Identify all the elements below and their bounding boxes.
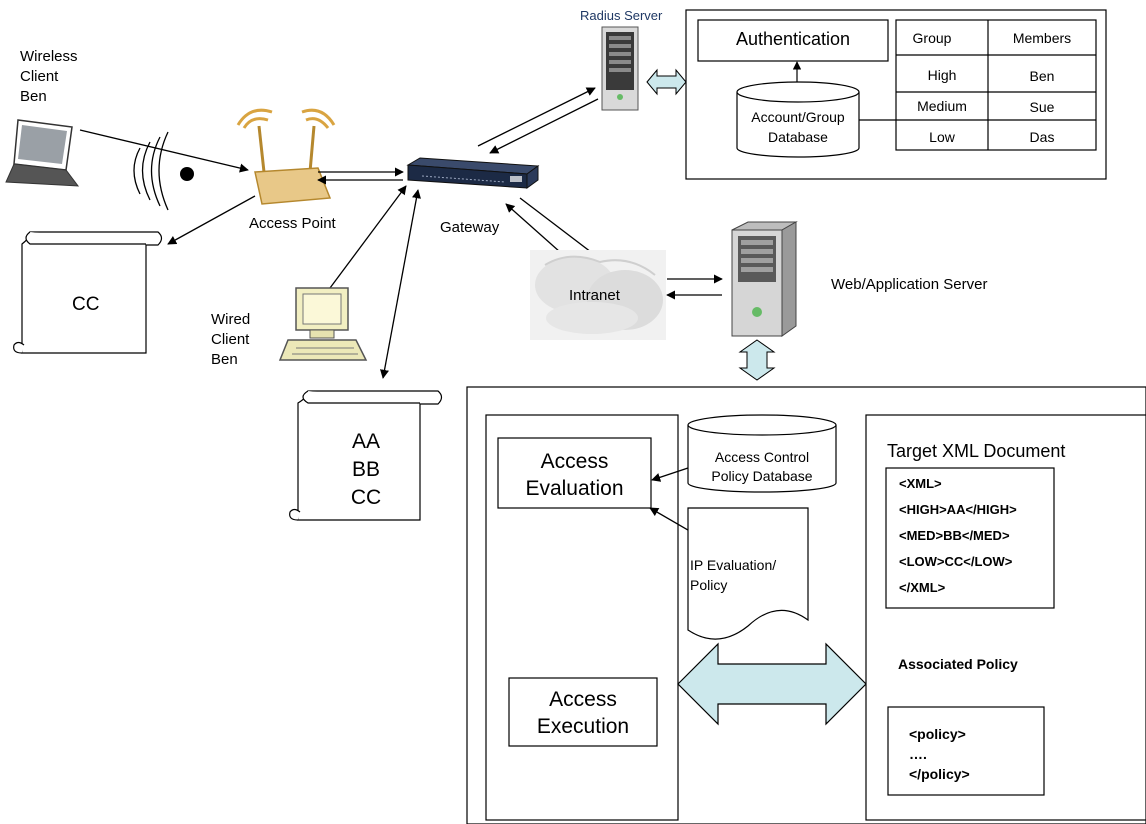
policy-line-2: …. [909,746,927,762]
radius-server-label: Radius Server [580,8,663,23]
table-group-medium: Medium [917,98,967,114]
policy-lines-box [887,706,1045,796]
policy-line-3: </policy> [909,766,970,782]
table-member-das: Das [1029,129,1055,145]
web-server-icon [731,221,798,337]
table-group-low: Low [929,129,955,145]
radius-to-gateway-arrow [489,98,599,154]
group-members-table [895,19,1097,151]
xml-line-4: <LOW>CC</LOW> [899,554,1013,569]
gateway-to-doc-arrow [380,189,421,379]
xml-line-3: <MED>BB</MED> [899,528,1010,543]
radius-server-icon [601,26,639,111]
wireless-laptop-icon [5,119,80,187]
access-evaluation-label: Access Evaluation [525,450,624,500]
authentication-title: Authentication [735,29,851,49]
ip-eval-document [687,507,809,640]
laptop-to-ap-arrow [79,129,249,173]
table-header-members: Members [1012,30,1072,46]
access-point-icon [236,108,336,205]
account-group-db-label: Account/Group Database [751,109,845,145]
intranet-cloud-icon [530,250,666,340]
xml-line-5: </XML> [899,580,946,595]
table-group-high: High [927,67,957,83]
policy-panel [466,386,1146,824]
xml-line-1: <XML> [899,476,942,491]
access-execution-label: Access Execution [536,688,630,738]
wired-pc-icon [278,287,368,361]
access-execution-box [508,677,658,747]
aabbcc-scroll-doc [289,390,443,521]
acp-database [687,414,837,493]
access-point-label: Access Point [249,215,336,232]
gateway-icon [406,157,540,189]
execution-target-double-arrow [677,642,867,726]
web-app-server-label: Web/Application Server [831,276,988,293]
server-to-panel-double-arrow [738,339,776,381]
intranet-label: Intranet [569,287,620,304]
ap-to-cc-doc-arrow [167,195,256,245]
gateway-to-radius-arrow [477,87,596,147]
authentication-box [697,19,889,62]
wired-to-gateway-line [329,185,407,289]
wired-client-label: Wired Client Ben [211,311,251,368]
xml-line-2: <HIGH>AA</HIGH> [899,502,1017,517]
wireless-signal-dot [180,167,194,181]
gateway-label: Gateway [440,219,500,236]
target-xml-title: Target XML Document [887,441,1066,461]
aabbcc-doc-text: AA BB CC [350,430,382,509]
table-member-sue: Sue [1029,99,1055,115]
table-header-group: Group [912,30,952,46]
associated-policy-label: Associated Policy [898,656,1018,672]
acp-database-label: Access Control Policy Database [711,449,813,484]
ip-eval-to-evaluation-arrow [649,507,689,531]
xml-lines-box [885,467,1055,609]
wireless-client-label: Wireless Client Ben [20,48,78,105]
acp-to-evaluation-arrow [651,467,689,482]
access-evaluation-box [497,437,652,509]
cc-doc-text: CC [72,294,100,315]
table-member-ben: Ben [1029,68,1055,84]
cc-scroll-doc [13,231,163,354]
account-group-database [736,81,860,158]
radius-auth-double-arrow [646,68,687,96]
ip-eval-label: IP Evaluation/ Policy [690,557,777,593]
policy-line-1: <policy> [909,726,966,742]
